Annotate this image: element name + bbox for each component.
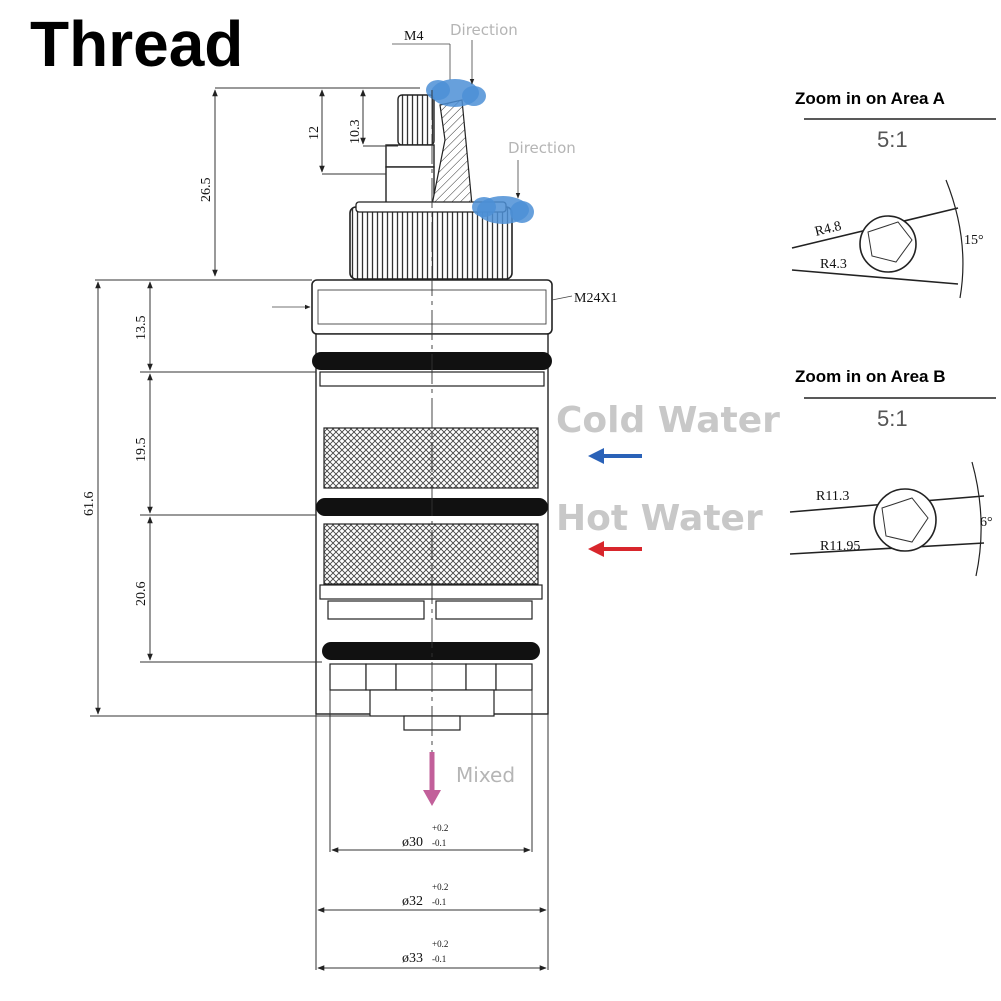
zoom-a-scale: 5:1	[877, 127, 908, 152]
filter-mesh-hot	[323, 523, 539, 585]
zoom-a-angle-arc	[945, 179, 964, 299]
dim-dia32: ø32	[402, 894, 423, 909]
dim-12: 12	[307, 126, 322, 140]
base-step	[369, 689, 495, 717]
dim-10-3: 10.3	[348, 120, 363, 145]
dim-26-5: 26.5	[199, 178, 214, 203]
lower-band	[319, 584, 543, 600]
highlight-blob-mid	[472, 196, 534, 224]
base-seg-2	[365, 663, 397, 691]
zoom-area-a: Zoom in on Area A 5:1 R4.8 R4.3 15°	[791, 89, 996, 299]
cold-water-label: Cold Water	[556, 400, 780, 441]
filter-mesh-cold	[323, 427, 539, 489]
dim-dia33: ø33	[402, 951, 423, 966]
stem-knurl-cap	[397, 94, 435, 146]
m24-leader	[551, 295, 573, 301]
zoom-a-angle: 15°	[964, 233, 984, 248]
direction-label-top: Direction	[450, 21, 518, 39]
dim-dia33-tol-plus: +0.2	[432, 939, 448, 949]
dim-13-5: 13.5	[134, 316, 149, 341]
dim-61-6: 61.6	[82, 492, 97, 517]
highlight-blob-top	[426, 79, 486, 107]
dim-dia33-tol-minus: -0.1	[432, 954, 446, 964]
hot-water-arrow	[588, 541, 642, 557]
zoom-area-b: Zoom in on Area B 5:1 R11.3 R11.95 6°	[789, 367, 996, 577]
zoom-a-heading: Zoom in on Area A	[795, 89, 945, 108]
stem-collar	[385, 144, 435, 168]
base-seg-4	[465, 663, 497, 691]
direction-label-mid: Direction	[508, 139, 576, 157]
zoom-a-r-outer: R4.8	[813, 219, 843, 240]
zoom-b-detail	[881, 497, 929, 543]
dim-m4: M4	[404, 29, 423, 44]
lower-slot-right	[435, 600, 533, 620]
page-title: Thread	[30, 8, 243, 80]
zoom-a-detail	[867, 221, 913, 263]
lower-slot-left	[327, 600, 425, 620]
dim-dia32-tol-plus: +0.2	[432, 882, 448, 892]
dim-19-5: 19.5	[134, 438, 149, 463]
base-seg-3	[395, 663, 467, 691]
zoom-b-scale: 5:1	[877, 406, 908, 431]
zoom-b-angle-arc	[971, 461, 982, 577]
dim-dia30-tol-plus: +0.2	[432, 823, 448, 833]
mixed-water-label: Mixed	[456, 763, 515, 787]
dim-20-6: 20.6	[134, 582, 149, 607]
dim-dia32-tol-minus: -0.1	[432, 897, 446, 907]
stem-shaft	[385, 166, 435, 208]
dim-m24x1: M24X1	[574, 291, 618, 306]
zoom-a-circle	[859, 215, 917, 273]
zoom-b-line-lower	[789, 542, 985, 555]
stem-hatched-section	[431, 99, 473, 206]
zoom-a-r-inner: R4.3	[820, 257, 847, 272]
o-ring-3	[322, 642, 540, 660]
zoom-b-angle: 6°	[980, 515, 993, 530]
zoom-b-r-outer: R11.3	[816, 489, 849, 504]
zoom-b-circle	[873, 488, 937, 552]
hot-water-label: Hot Water	[556, 498, 763, 539]
cold-water-arrow	[588, 448, 642, 464]
base-seg-5	[495, 663, 533, 691]
zoom-b-r-inner: R11.95	[820, 539, 860, 554]
base-seg-1	[329, 663, 367, 691]
dim-dia30-tol-minus: -0.1	[432, 838, 446, 848]
zoom-b-heading: Zoom in on Area B	[795, 367, 946, 386]
mixed-water-arrow	[423, 752, 441, 806]
dim-dia30: ø30	[402, 835, 423, 850]
zoom-a-line-lower	[791, 269, 959, 285]
